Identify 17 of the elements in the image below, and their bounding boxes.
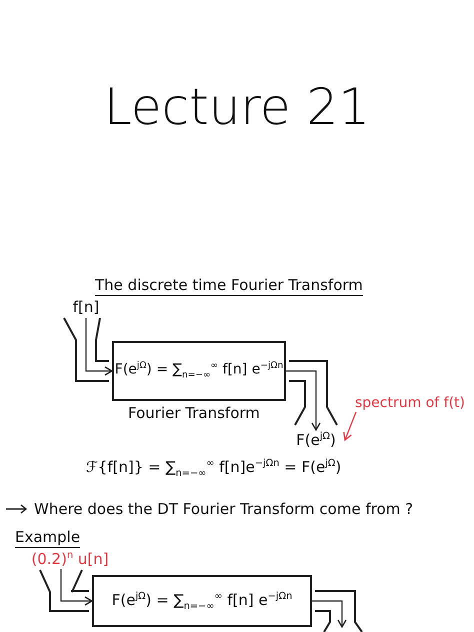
- section-heading: The discrete time Fourier Transform: [95, 276, 363, 296]
- block-caption: Fourier Transform: [128, 404, 260, 422]
- transform-block: F(e$^{jΩ}$) = ∑$_{n=−∞}$$^{∞}$ f[n] e$^{−jΩn}$: [112, 341, 286, 401]
- signal-label: spectrum of f(t): [348, 394, 472, 412]
- arrow: [343, 412, 357, 441]
- arrow: [85, 318, 113, 376]
- arrow: [60, 569, 93, 606]
- signal-label: f[n]: [70, 298, 102, 316]
- arrow: [286, 370, 321, 431]
- signal-label: F(e$^{jΩ}$): [288, 430, 344, 450]
- section-heading: Example: [15, 528, 80, 548]
- lecture-title: Lecture 21: [102, 78, 372, 136]
- formula-text: ℱ{f[n]} = ∑$_{n=−∞}$$^{∞}$ f[n]e$^{−jΩn}$ = F(e$^{jΩ}$): [86, 458, 342, 479]
- formula-text: Where does the DT Fourier Transform come from ?: [34, 500, 414, 518]
- signal-label: (0.2)$^{n}$ u[n]: [28, 550, 112, 568]
- arrow: [312, 600, 347, 628]
- transform-block: F(e$^{jΩ}$) = ∑$_{n=−∞}$$^{∞}$ f[n] e$^{−jΩn}$: [92, 575, 312, 627]
